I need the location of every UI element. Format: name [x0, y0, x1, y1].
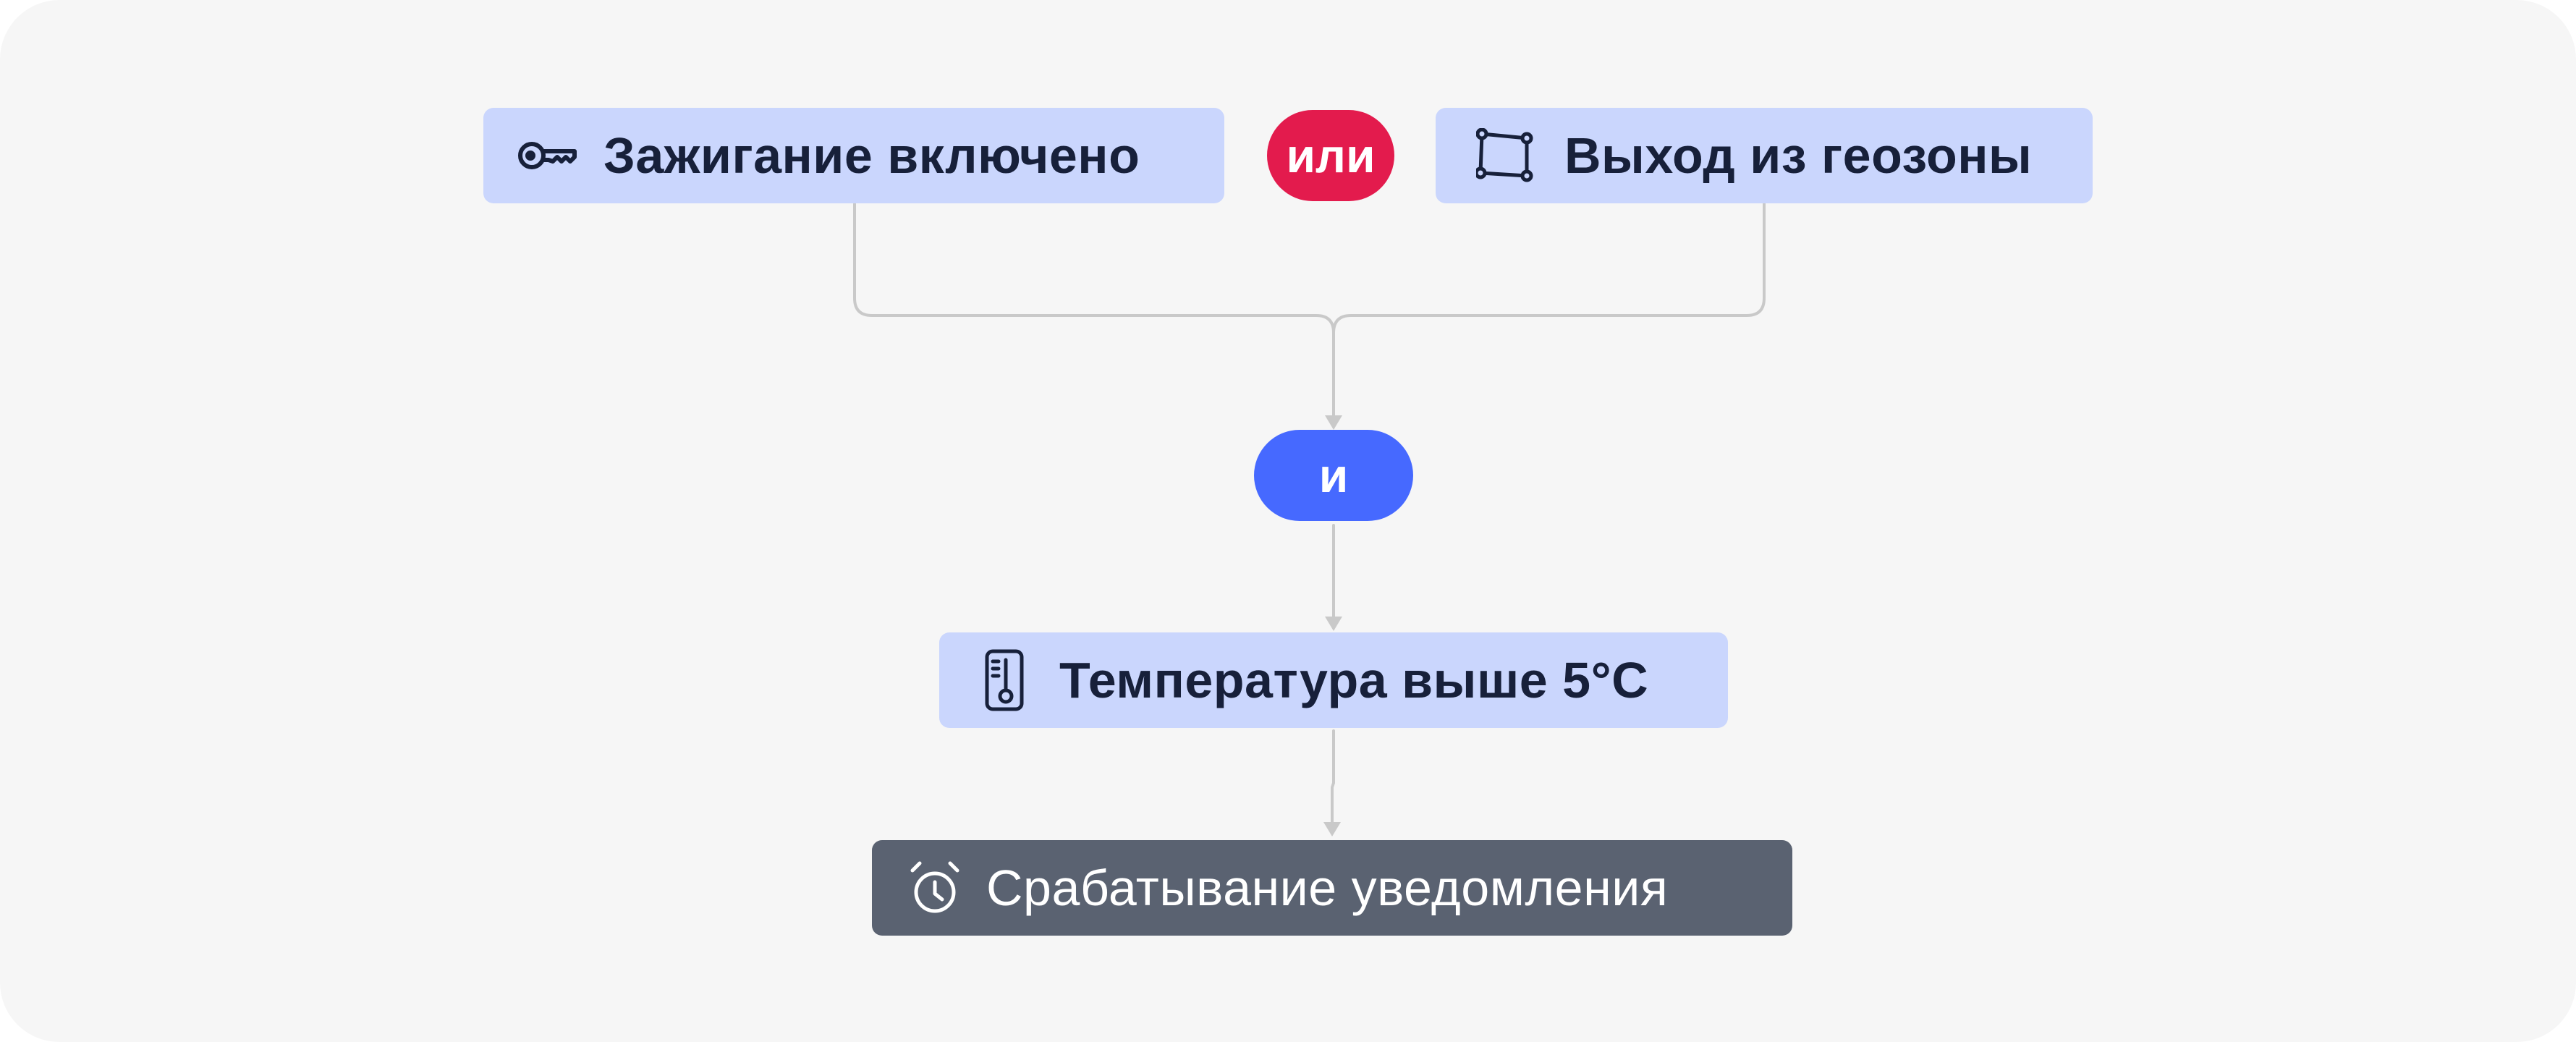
- alarm-clock-icon: [910, 861, 959, 913]
- condition-temperature[interactable]: Температура выше 5°С: [939, 632, 1728, 728]
- condition-geozone[interactable]: Выход из геозоны: [1436, 108, 2093, 203]
- thermometer-icon: [985, 649, 1024, 711]
- polygon-geozone-icon: [1476, 128, 1533, 182]
- connector-geozone-to-and: [1332, 203, 1766, 334]
- condition-ignition-label: Зажигание включено: [603, 127, 1140, 184]
- arrowhead-and: [1325, 415, 1342, 430]
- condition-temperature-label: Температура выше 5°С: [1059, 652, 1649, 708]
- action-notification-label: Срабатывание уведомления: [986, 860, 1669, 916]
- and-operator-label: и: [1318, 449, 1349, 502]
- or-operator-label: или: [1286, 129, 1376, 182]
- or-operator: или: [1267, 110, 1394, 201]
- and-operator: и: [1254, 430, 1413, 521]
- key-icon: [518, 142, 577, 169]
- connector-ignition-to-and: [853, 203, 1335, 334]
- action-notification[interactable]: Срабатывание уведомления: [872, 840, 1792, 936]
- condition-geozone-label: Выход из геозоны: [1564, 127, 2033, 184]
- connector-temperature-to-action: [1331, 729, 1335, 825]
- arrowhead-action: [1323, 822, 1341, 836]
- arrowhead-temperature: [1325, 617, 1342, 631]
- condition-ignition[interactable]: Зажигание включено: [483, 108, 1224, 203]
